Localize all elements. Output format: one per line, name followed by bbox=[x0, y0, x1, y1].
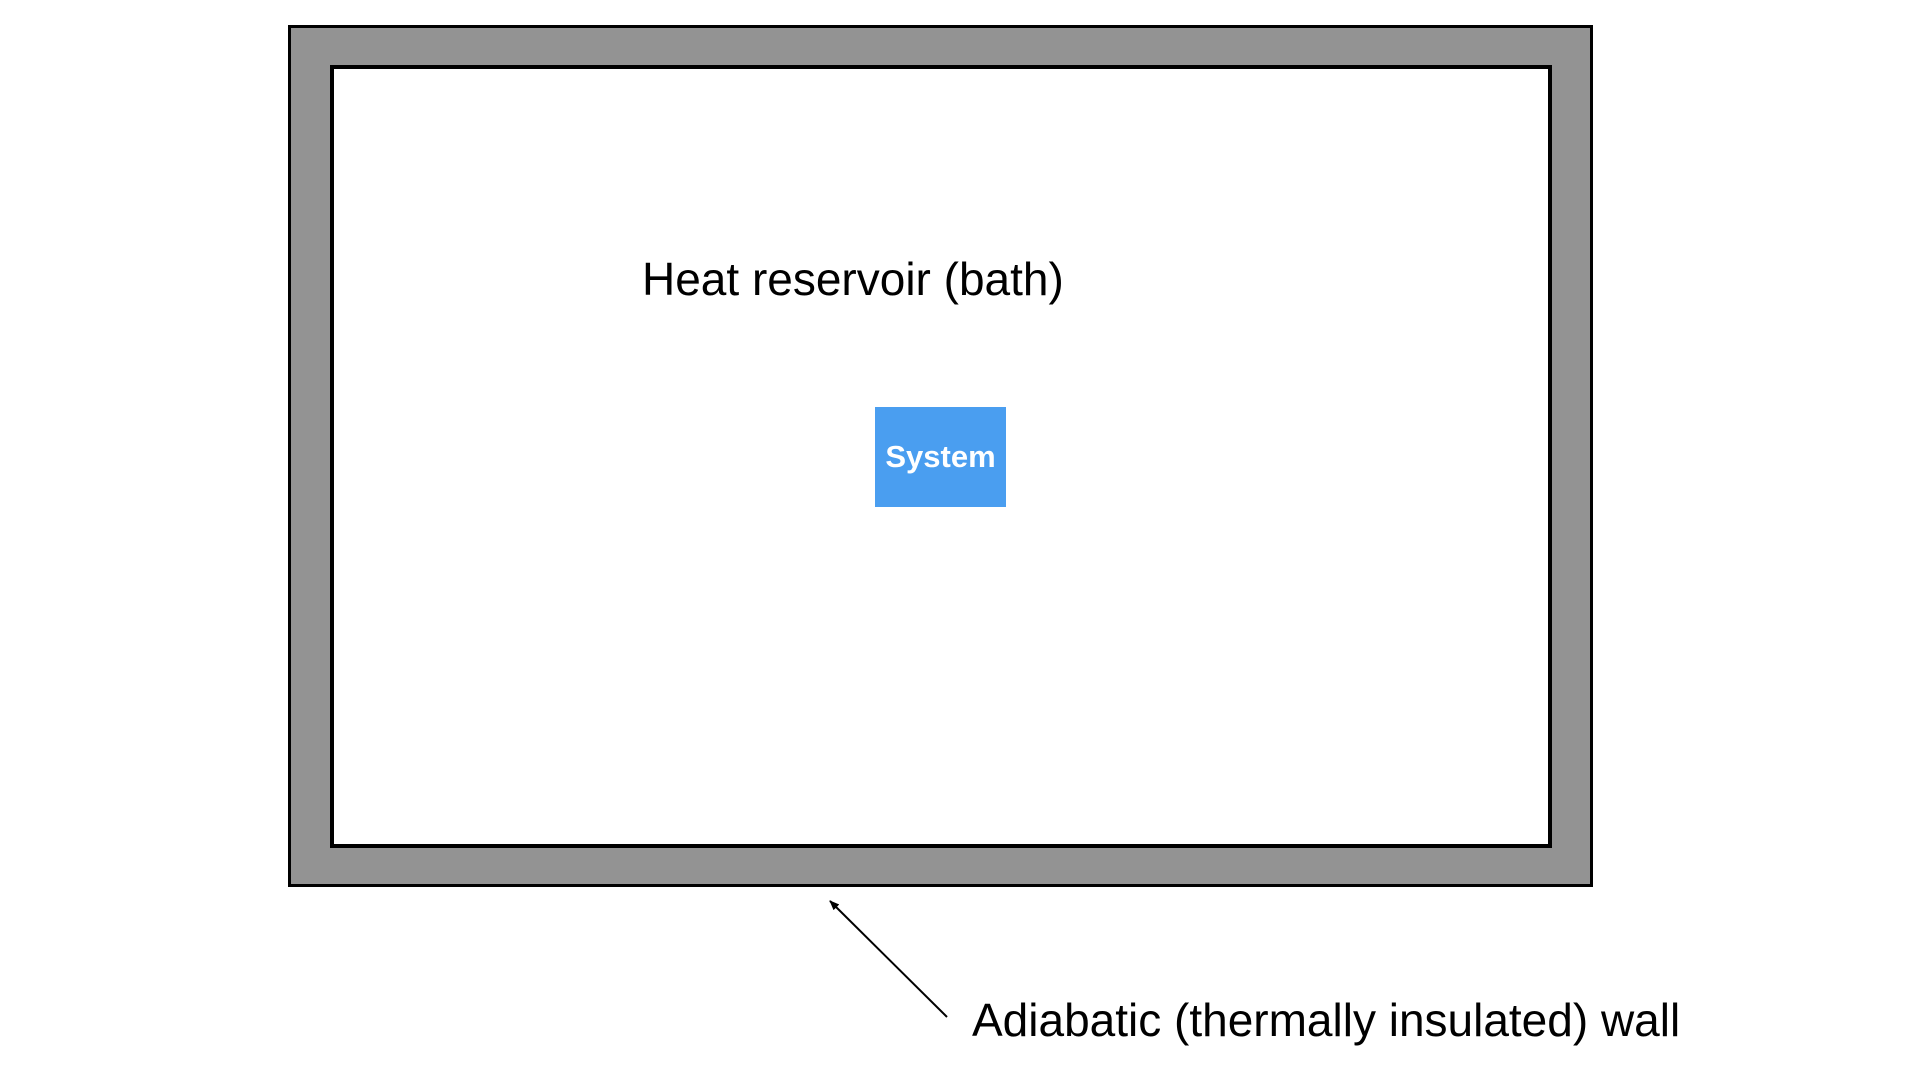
arrow-line bbox=[829, 900, 948, 1018]
heat-reservoir-label: Heat reservoir (bath) bbox=[642, 253, 1064, 305]
system-box: System bbox=[875, 407, 1006, 507]
adiabatic-wall-label: Adiabatic (thermally insulated) wall bbox=[972, 994, 1681, 1046]
system-label: System bbox=[885, 439, 996, 474]
